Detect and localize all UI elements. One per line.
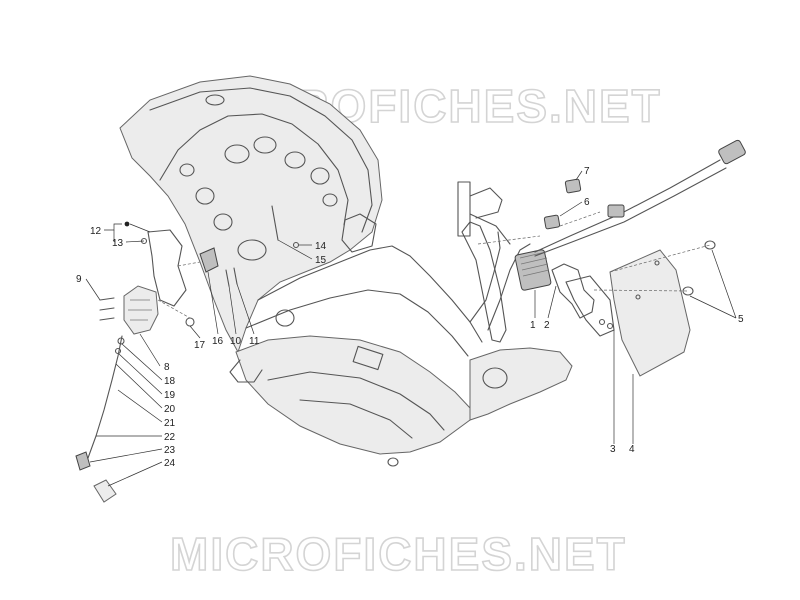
callout-16: 16 bbox=[212, 336, 224, 347]
callout-11: 11 bbox=[249, 336, 260, 347]
scooter-frame bbox=[119, 75, 573, 467]
callout-10: 10 bbox=[230, 336, 242, 347]
watermark-bottom: MICROFICHES.NET bbox=[170, 528, 627, 580]
callout-4: 4 bbox=[629, 444, 635, 455]
callout-22: 22 bbox=[164, 432, 176, 443]
callout-5: 5 bbox=[738, 314, 744, 325]
callout-17: 17 bbox=[194, 340, 206, 351]
leader-lines bbox=[85, 170, 737, 487]
callout-24: 24 bbox=[164, 458, 176, 469]
callout-19: 19 bbox=[164, 390, 176, 401]
callout-3: 3 bbox=[610, 444, 616, 455]
callout-2: 2 bbox=[544, 320, 550, 331]
callout-7: 7 bbox=[584, 166, 590, 177]
rear-bracket-assembly bbox=[457, 139, 746, 377]
callout-15: 15 bbox=[315, 255, 327, 266]
callout-9: 9 bbox=[76, 274, 82, 285]
callout-1: 1 bbox=[530, 320, 536, 331]
callout-labels: 1 2 3 4 5 6 7 8 9 10 11 12 13 14 15 16 1… bbox=[76, 166, 744, 469]
callout-14: 14 bbox=[315, 241, 327, 252]
callout-23: 23 bbox=[164, 445, 176, 456]
callout-21: 21 bbox=[164, 418, 176, 429]
callout-8: 8 bbox=[164, 362, 170, 373]
front-left-parts bbox=[75, 205, 300, 503]
callout-12: 12 bbox=[90, 226, 102, 237]
callout-6: 6 bbox=[584, 197, 590, 208]
callout-13: 13 bbox=[112, 238, 124, 249]
callout-18: 18 bbox=[164, 376, 176, 387]
callout-20: 20 bbox=[164, 404, 176, 415]
